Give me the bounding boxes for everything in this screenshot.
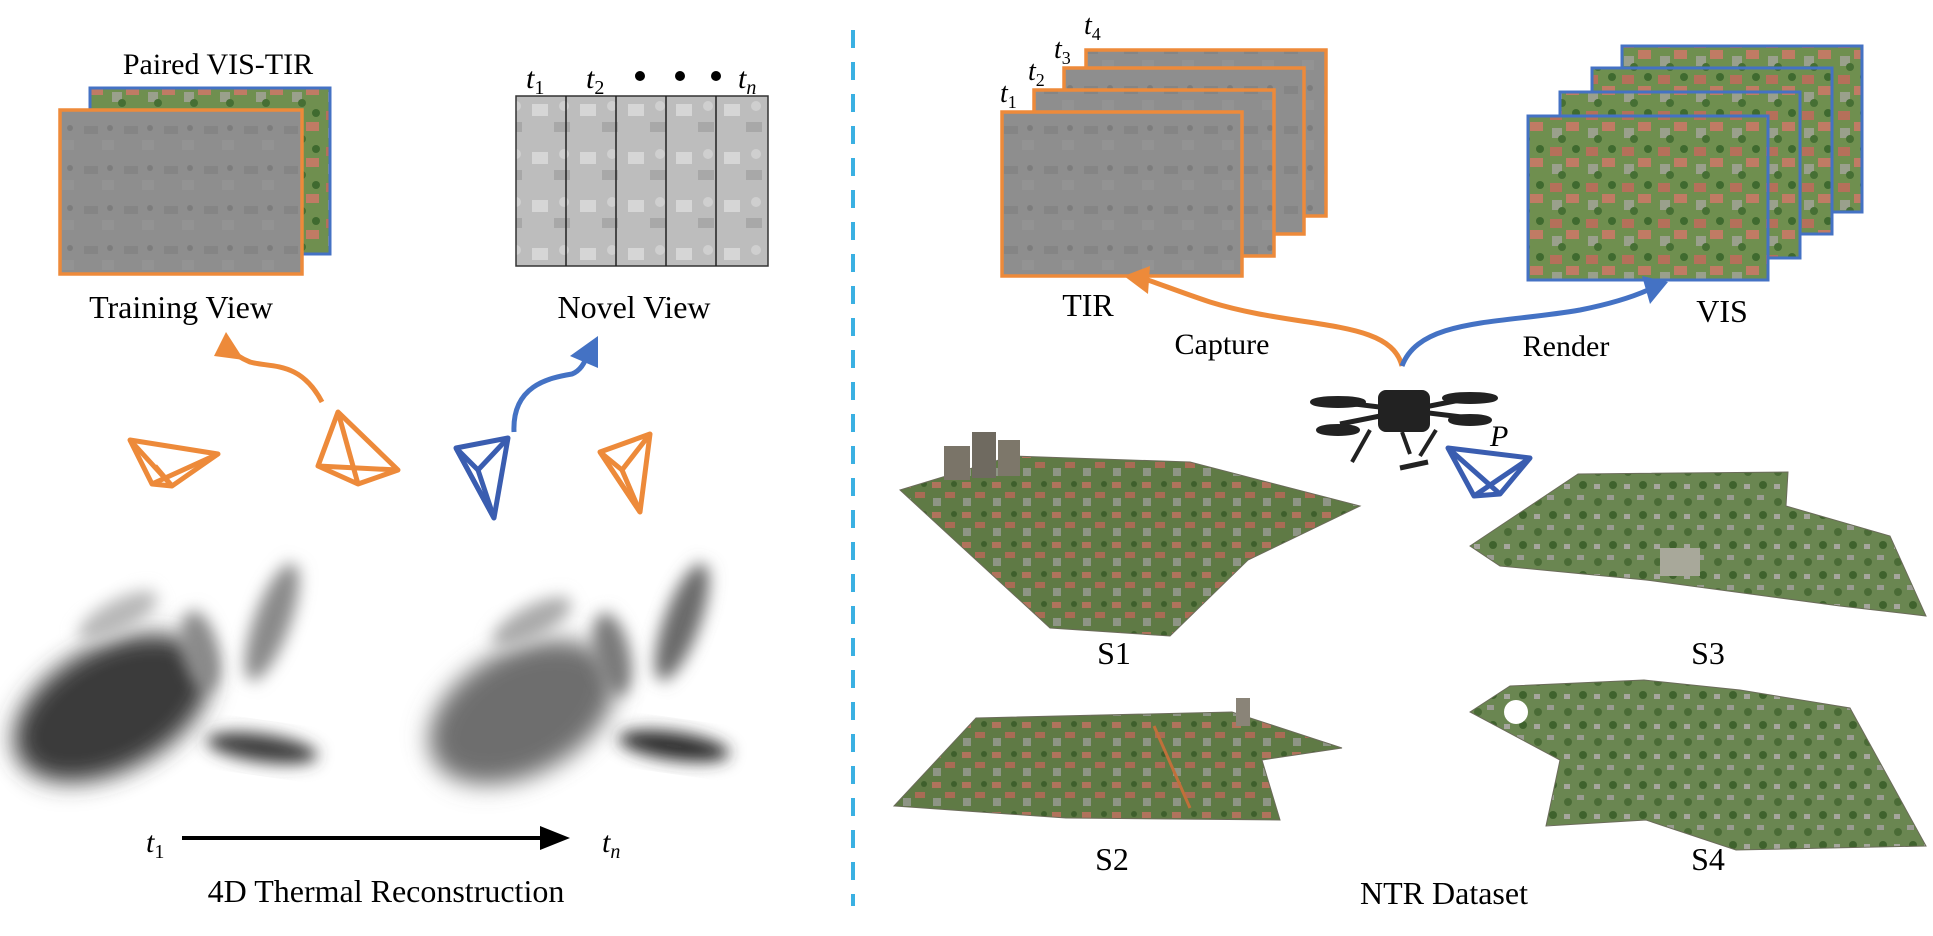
- camera-orange-3-icon: [597, 431, 653, 515]
- tir-stack-time-labels: t1 t2 t3 t4: [1000, 10, 1101, 112]
- svg-text:t1: t1: [146, 826, 164, 863]
- capture-arrow: [1141, 275, 1405, 367]
- arrow-to-novel-view: [511, 351, 591, 433]
- pose-label: P: [1489, 420, 1508, 453]
- scene-s2-label: S2: [1095, 841, 1129, 877]
- novel-view-label: Novel View: [557, 289, 710, 325]
- scene-s2-model: [892, 698, 1343, 821]
- vis-label: VIS: [1696, 293, 1748, 329]
- render-arrow-head-icon: [1642, 276, 1668, 304]
- capture-arrow-head-icon: [1124, 266, 1150, 294]
- time-axis: t1 tn: [146, 826, 620, 863]
- novel-time-labels: t1 t2 tn: [526, 62, 756, 99]
- capture-label: Capture: [1175, 328, 1270, 361]
- render-arrow: [1399, 287, 1650, 367]
- paired-vis-tir-label: Paired VIS-TIR: [123, 48, 313, 81]
- scene-s1-model: [899, 432, 1362, 637]
- svg-text:t1: t1: [526, 62, 544, 99]
- vis-stack: [1526, 44, 1864, 282]
- scene-s1-label: S1: [1097, 635, 1131, 671]
- paired-tir-image: [58, 108, 304, 276]
- gaussians-t1: [13, 563, 318, 782]
- arrow-head-orange-icon: [214, 332, 244, 360]
- svg-text:tn: tn: [738, 62, 756, 99]
- scene-s3-label: S3: [1691, 635, 1725, 671]
- svg-text:t2: t2: [586, 62, 604, 99]
- svg-text:t2: t2: [1028, 56, 1045, 90]
- svg-text:t4: t4: [1084, 10, 1101, 44]
- svg-text:tn: tn: [602, 826, 620, 863]
- scene-s4-model: [1469, 679, 1927, 851]
- scene-s4-label: S4: [1691, 841, 1725, 877]
- scene-s3-model: [1469, 471, 1927, 617]
- training-view-label: Training View: [89, 289, 273, 325]
- svg-text:t1: t1: [1000, 78, 1017, 112]
- svg-text:t3: t3: [1054, 34, 1071, 68]
- novel-view-strips: [515, 95, 769, 267]
- arrow-head-blue-icon: [570, 336, 598, 368]
- render-label: Render: [1523, 330, 1610, 363]
- camera-blue-icon: [453, 435, 511, 521]
- right-caption: NTR Dataset: [1360, 875, 1528, 911]
- left-caption: 4D Thermal Reconstruction: [208, 873, 565, 909]
- tir-stack: [1000, 48, 1328, 278]
- camera-orange-2-icon: [315, 409, 401, 487]
- camera-orange-1-icon: [127, 437, 221, 489]
- camera-pose-icon: [1445, 445, 1533, 499]
- gaussians-tn: [429, 563, 730, 785]
- drone-icon: [1310, 390, 1498, 471]
- tir-label: TIR: [1062, 287, 1114, 323]
